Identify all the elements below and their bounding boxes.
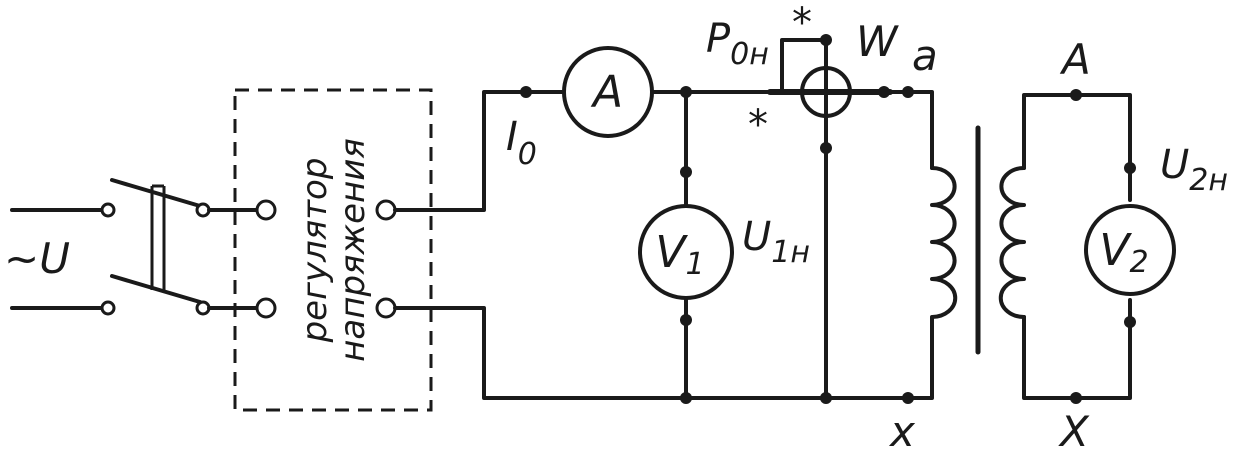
star-marker-current: * [748, 102, 768, 148]
voltmeter-v2-symbol: V2 [1099, 225, 1148, 280]
voltage-u1-label: U1н [742, 214, 810, 270]
terminal-A-label: A [1059, 35, 1091, 84]
voltage-u2-label: U2н [1160, 142, 1228, 198]
source-label: ~U [4, 234, 70, 283]
voltmeter-v2: V2 U2н [1084, 142, 1228, 296]
power-label: P0н [706, 16, 769, 72]
ammeter-symbol: A [590, 67, 623, 118]
source-input: ~U [4, 202, 116, 316]
current-label: I0 [506, 114, 537, 172]
terminal-x-label: x [888, 407, 916, 456]
wattmeter-symbol: W [856, 17, 899, 66]
terminal-X-label: X [1058, 407, 1090, 456]
terminal-a-label: a [912, 31, 938, 80]
double-pole-switch [110, 178, 258, 316]
wattmeter: W P0н * * [706, 0, 899, 148]
ammeter: A I0 [506, 46, 654, 172]
transformer: a x A X [888, 31, 1136, 456]
voltmeter-v1-symbol: V1 [655, 227, 704, 282]
voltage-regulator: регулятор напряжения [233, 88, 433, 412]
star-marker-voltage: * [792, 0, 812, 46]
regulator-label-line2: напряжения [333, 138, 373, 362]
voltmeter-v1: V1 U1н [638, 204, 810, 300]
regulator-label-line1: регулятор [295, 158, 335, 344]
